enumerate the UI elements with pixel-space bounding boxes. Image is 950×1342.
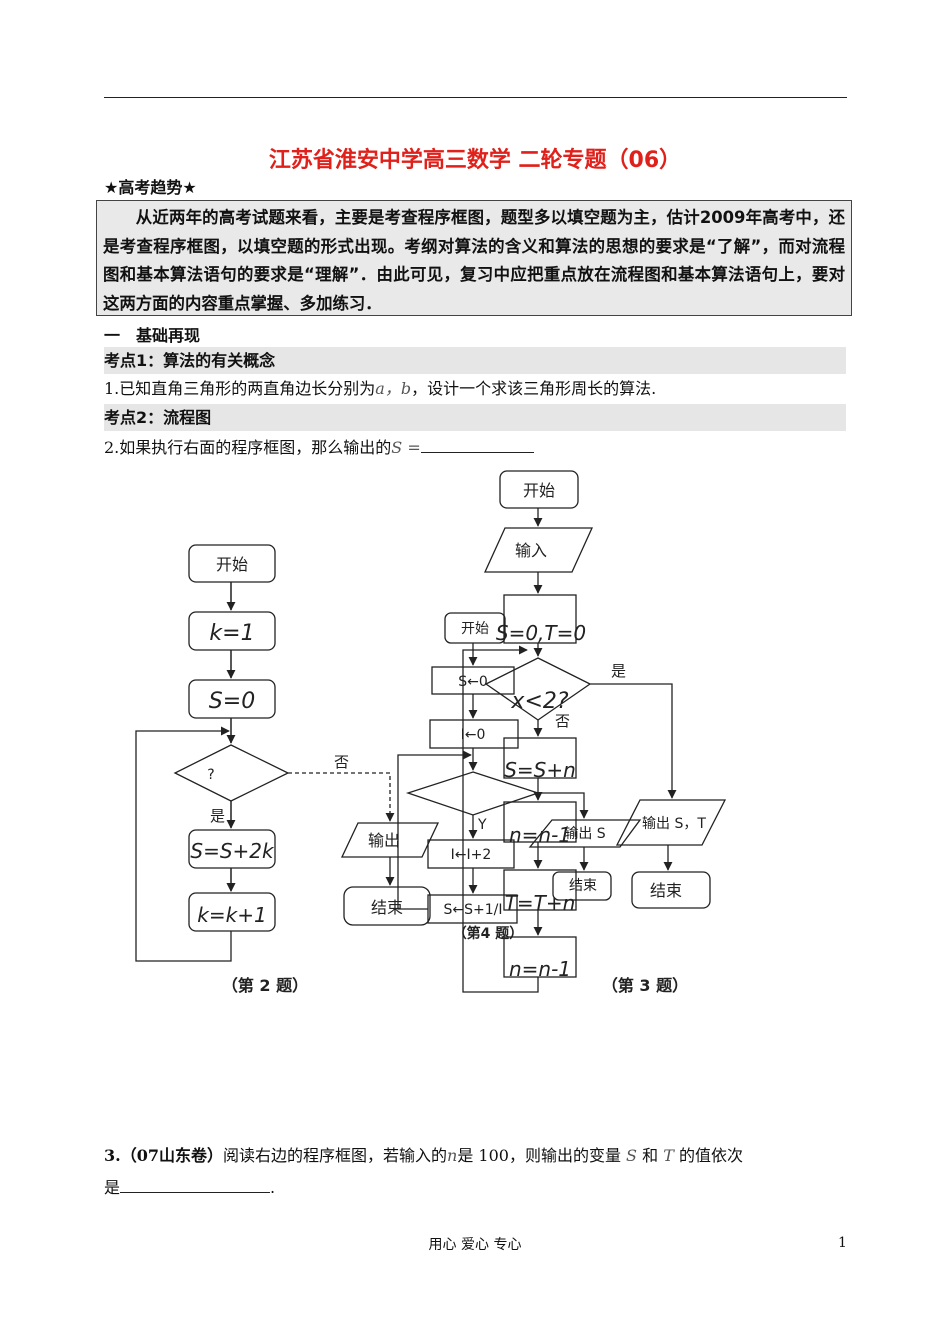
fig3-cond-label: x<2? [510,689,568,714]
q2-text: 2.如果执行右面的程序框图，那么输出的 [104,438,392,457]
fig2-cond-label: ? [207,767,214,783]
fig3-init-box [503,594,577,644]
fig2-yes-label: 是 [210,807,225,825]
question-3: 3.（07山东卷）阅读右边的程序框图，若输入的n是 100，则输出的变量 S 和… [104,1142,846,1166]
fig2-output-label: 输出 [368,831,400,850]
trend-heading: ★高考趋势★ [104,178,197,197]
fig2-k-label: k=1 [209,621,254,646]
q3-source: 3.（07山东卷） [104,1146,223,1165]
fig4-end-label: 结束 [569,878,597,894]
trend-box: 从近两年的高考试题来看，主要是考查程序框图，题型多以填空题为主，估计2009年高… [96,200,852,316]
q2-var: S = [391,438,421,457]
q3-text: 阅读右边的程序框图，若输入的 [222,1146,447,1165]
point1-heading: 考点1：算法的有关概念 [104,347,846,374]
fig3-end-box [631,871,711,909]
fig3-yes-label: 是 [611,662,626,680]
fig2-start-label: 开始 [216,555,248,574]
fig4-output-box [528,819,642,848]
q1-vars: a，b [375,379,412,398]
fig2-step1-box [188,829,276,869]
fig2-start-box [188,544,276,583]
fig3-input-label: 输入 [515,541,547,560]
fig4-output-label: 输出 S [564,826,605,842]
question-3-line2: 是. [104,1178,276,1197]
fig3-s1-label: S=S+n [504,758,576,782]
fig2-no-label: 否 [334,753,349,771]
page-title: 江苏省淮安中学高三数学 二轮专题（06） [268,148,682,173]
fig3-end-label: 结束 [650,881,682,900]
fig3-s1-box [503,737,577,779]
fig3-output-box [615,799,727,846]
q3-n: n [447,1146,458,1165]
fig2-end-box [343,886,431,926]
fig3-start-label: 开始 [523,481,555,500]
fig3-caption: （第 3 题） [602,976,688,995]
fig4-yes-label: Y [477,817,487,833]
fig2-caption: （第 2 题） [222,976,308,995]
fig2-step2-label: k=k+1 [197,903,266,927]
fig2-end-label: 结束 [371,898,403,917]
fig4-caption: （第4 题） [453,925,524,942]
fig2-decision [173,744,290,802]
fig3-output-label: 输出 S，T [642,816,706,832]
section-heading: 一 基础再现 [104,326,201,345]
fig3-s3-box [503,869,577,911]
fig3-start-box [499,470,579,509]
fig3-init-label: S=0,T=0 [496,621,586,645]
header-rule [104,97,847,98]
figure-2: 开始 k=1 S=0 ? 是 否 S=S+2k k=k+1 输出 结束 （第 2… [135,544,440,995]
fig2-output-box [340,822,440,858]
fig4-s0-label: S←0 [458,674,488,690]
fig4-end-box [552,871,612,901]
q1-text: 1.已知直角三角形的两直角边长分别为 [104,379,376,398]
q3-t: T [663,1146,674,1165]
q3-s: S [626,1146,638,1165]
answer-blank[interactable] [420,438,534,453]
fig2-step1-label: S=S+2k [190,839,275,863]
fig2-s-label: S=0 [209,689,255,714]
fig4-sum-label: S←S+1/I [444,902,503,918]
q3-line2: 是 [104,1178,121,1197]
fig3-s4-label: n=n-1 [509,957,571,981]
question-2: 2.如果执行右面的程序框图，那么输出的S = [104,434,534,458]
q3-mid: 是 100，则输出的变量 [457,1146,621,1165]
figure-4: 开始 S←0 I←0 Y I←I+2 S←S+1/I 输出 S 结束 （第4 题… [397,612,642,942]
fig4-start-box [444,612,506,644]
q1-rest: ，设计一个求该三角形周长的算法. [411,379,657,398]
fig3-s4-box [503,936,577,978]
fig4-i0-label: I←0 [461,727,486,743]
fig4-start-label: 开始 [461,621,489,637]
fig4-i0-box [429,719,519,749]
fig2-s-box [188,679,276,719]
question-1: 1.已知直角三角形的两直角边长分别为a，b，设计一个求该三角形周长的算法. [104,375,656,399]
trend-text: 从近两年的高考试题来看，主要是考查程序框图，题型多以填空题为主，估计2009年高… [103,208,845,313]
fig2-k-box [188,611,276,651]
q3-and: 和 [642,1146,659,1165]
q3-end: 的值依次 [678,1146,743,1165]
fig4-inc-label: I←I+2 [451,847,492,863]
footer-text: 用心 爱心 专心 [428,1237,522,1253]
q3-answer-blank[interactable] [120,1178,271,1193]
fig3-input-box [483,527,594,573]
point2-heading: 考点2：流程图 [104,404,846,431]
fig4-inc-box [427,839,515,869]
page-number: 1 [838,1235,847,1251]
fig3-no-label: 否 [555,712,570,730]
fig3-s2-box [503,801,577,843]
